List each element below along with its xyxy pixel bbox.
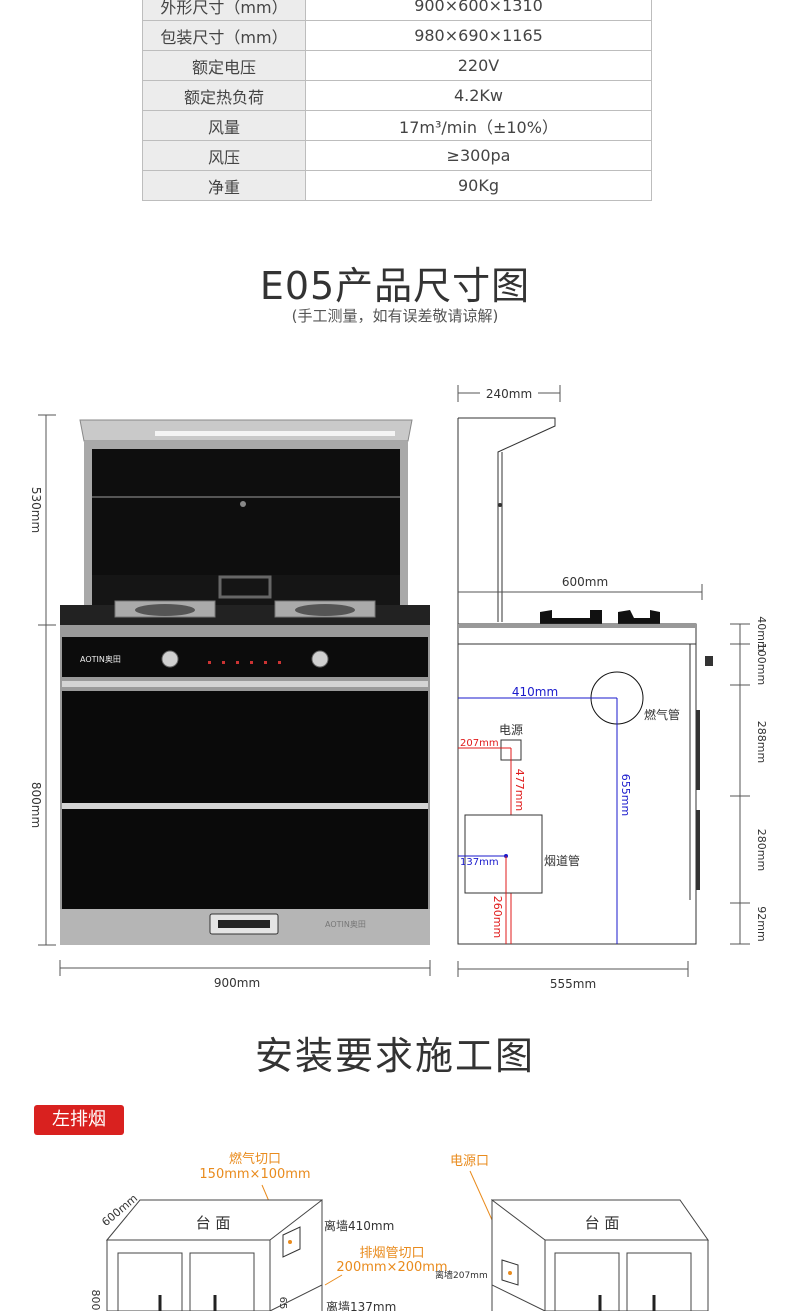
- spec-key: 包装尺寸（mm）: [142, 20, 306, 51]
- spec-value: 17m³/min（±10%）: [305, 110, 652, 141]
- right-countertop-label: 台 面: [585, 1214, 620, 1232]
- gas-cut-size: 150mm×100mm: [199, 1167, 310, 1182]
- front-height-lower: 800mm: [29, 782, 43, 828]
- lower-door: [62, 809, 428, 909]
- left-side-mark: 65: [277, 1297, 288, 1310]
- spec-row: 包装尺寸（mm）980×690×1165: [142, 20, 652, 51]
- total-depth-label: 555mm: [550, 977, 596, 991]
- gas-cut-label: 燃气切口: [229, 1151, 281, 1167]
- right-wall-distance-label: 离墙207mm: [435, 1269, 488, 1281]
- install-right-drawing: 电源口 台 面 离墙207mm: [435, 1154, 709, 1311]
- flue-height-label: 260mm: [491, 896, 504, 938]
- spec-key: 额定电压: [142, 50, 306, 81]
- side-body: [457, 643, 697, 945]
- power-port-label: 电源口: [450, 1154, 489, 1169]
- hood-top-strip: [155, 431, 395, 436]
- spec-row: 风压≥300pa: [142, 140, 652, 171]
- wall-distance-2-label: 离墙137mm: [326, 1299, 396, 1311]
- left-height-label: 800: [89, 1290, 102, 1311]
- upper-door: [62, 691, 428, 803]
- left-knob: [161, 650, 179, 668]
- spec-value: 220V: [305, 50, 652, 81]
- power-label: 电源: [499, 723, 523, 737]
- gas-pipe-label: 燃气管: [644, 707, 680, 722]
- flue-label: 烟道管: [544, 853, 580, 868]
- top-depth-label: 240mm: [486, 387, 532, 401]
- dimension-subtitle: (手工测量，如有误差敬请谅解): [291, 307, 499, 325]
- left-burner: [114, 600, 216, 618]
- right-dim-1: 40mm: [755, 616, 768, 651]
- spec-value: 4.2Kw: [305, 80, 652, 111]
- power-height-label: 477mm: [513, 769, 526, 811]
- left-exhaust-badge: 左排烟: [34, 1105, 124, 1135]
- side-view-drawing: 240mm 600mm 410mm 燃气管 655mm 电源 207mm 477…: [457, 385, 768, 991]
- right-dim-3: 288mm: [755, 721, 768, 763]
- spec-value: 900×600×1310: [305, 0, 652, 21]
- right-dim-5: 92mm: [755, 906, 768, 941]
- spec-key: 净重: [142, 170, 306, 201]
- front-view-drawing: 530mm 800mm AOTIN奥田 AOTIN奥田 900mm: [29, 414, 431, 990]
- spec-value: 90Kg: [305, 170, 652, 201]
- dimension-title: E05产品尺寸图: [259, 264, 531, 308]
- right-dim-4: 280mm: [755, 829, 768, 871]
- hob-depth-label: 600mm: [562, 575, 608, 589]
- spec-key: 风压: [142, 140, 306, 171]
- right-dim-2: 100mm: [755, 643, 768, 685]
- control-panel: [62, 637, 428, 677]
- flue-offset-label: 137mm: [460, 857, 499, 868]
- gas-offset-label: 410mm: [512, 685, 558, 699]
- gas-height-label: 655mm: [619, 774, 632, 816]
- flue-cut-label: 排烟管切口: [359, 1246, 424, 1261]
- left-countertop-label: 台 面: [196, 1214, 231, 1232]
- power-offset-label: 207mm: [460, 738, 499, 749]
- front-height-upper: 530mm: [29, 487, 43, 533]
- flue-cut-size: 200mm×200mm: [336, 1260, 447, 1275]
- spec-value: 980×690×1165: [305, 20, 652, 51]
- front-brand-bottom: AOTIN奥田: [325, 919, 366, 929]
- flue-box: [464, 814, 543, 894]
- front-width: 900mm: [214, 976, 260, 990]
- install-left-drawing: 燃气切口 150mm×100mm 台 面 600mm 800 离墙410mm 排…: [89, 1151, 448, 1311]
- spec-key: 额定热负荷: [142, 80, 306, 111]
- install-title: 安装要求施工图: [254, 1034, 535, 1078]
- wall-distance-label: 离墙410mm: [324, 1218, 394, 1233]
- spec-key: 外形尺寸（mm）: [142, 0, 306, 21]
- right-knob: [311, 650, 329, 668]
- spec-value: ≥300pa: [305, 140, 652, 171]
- spec-row: 外形尺寸（mm）900×600×1310: [142, 0, 652, 21]
- right-burner: [274, 600, 376, 618]
- front-brand-logo: AOTIN奥田: [80, 654, 121, 664]
- spec-key: 风量: [142, 110, 306, 141]
